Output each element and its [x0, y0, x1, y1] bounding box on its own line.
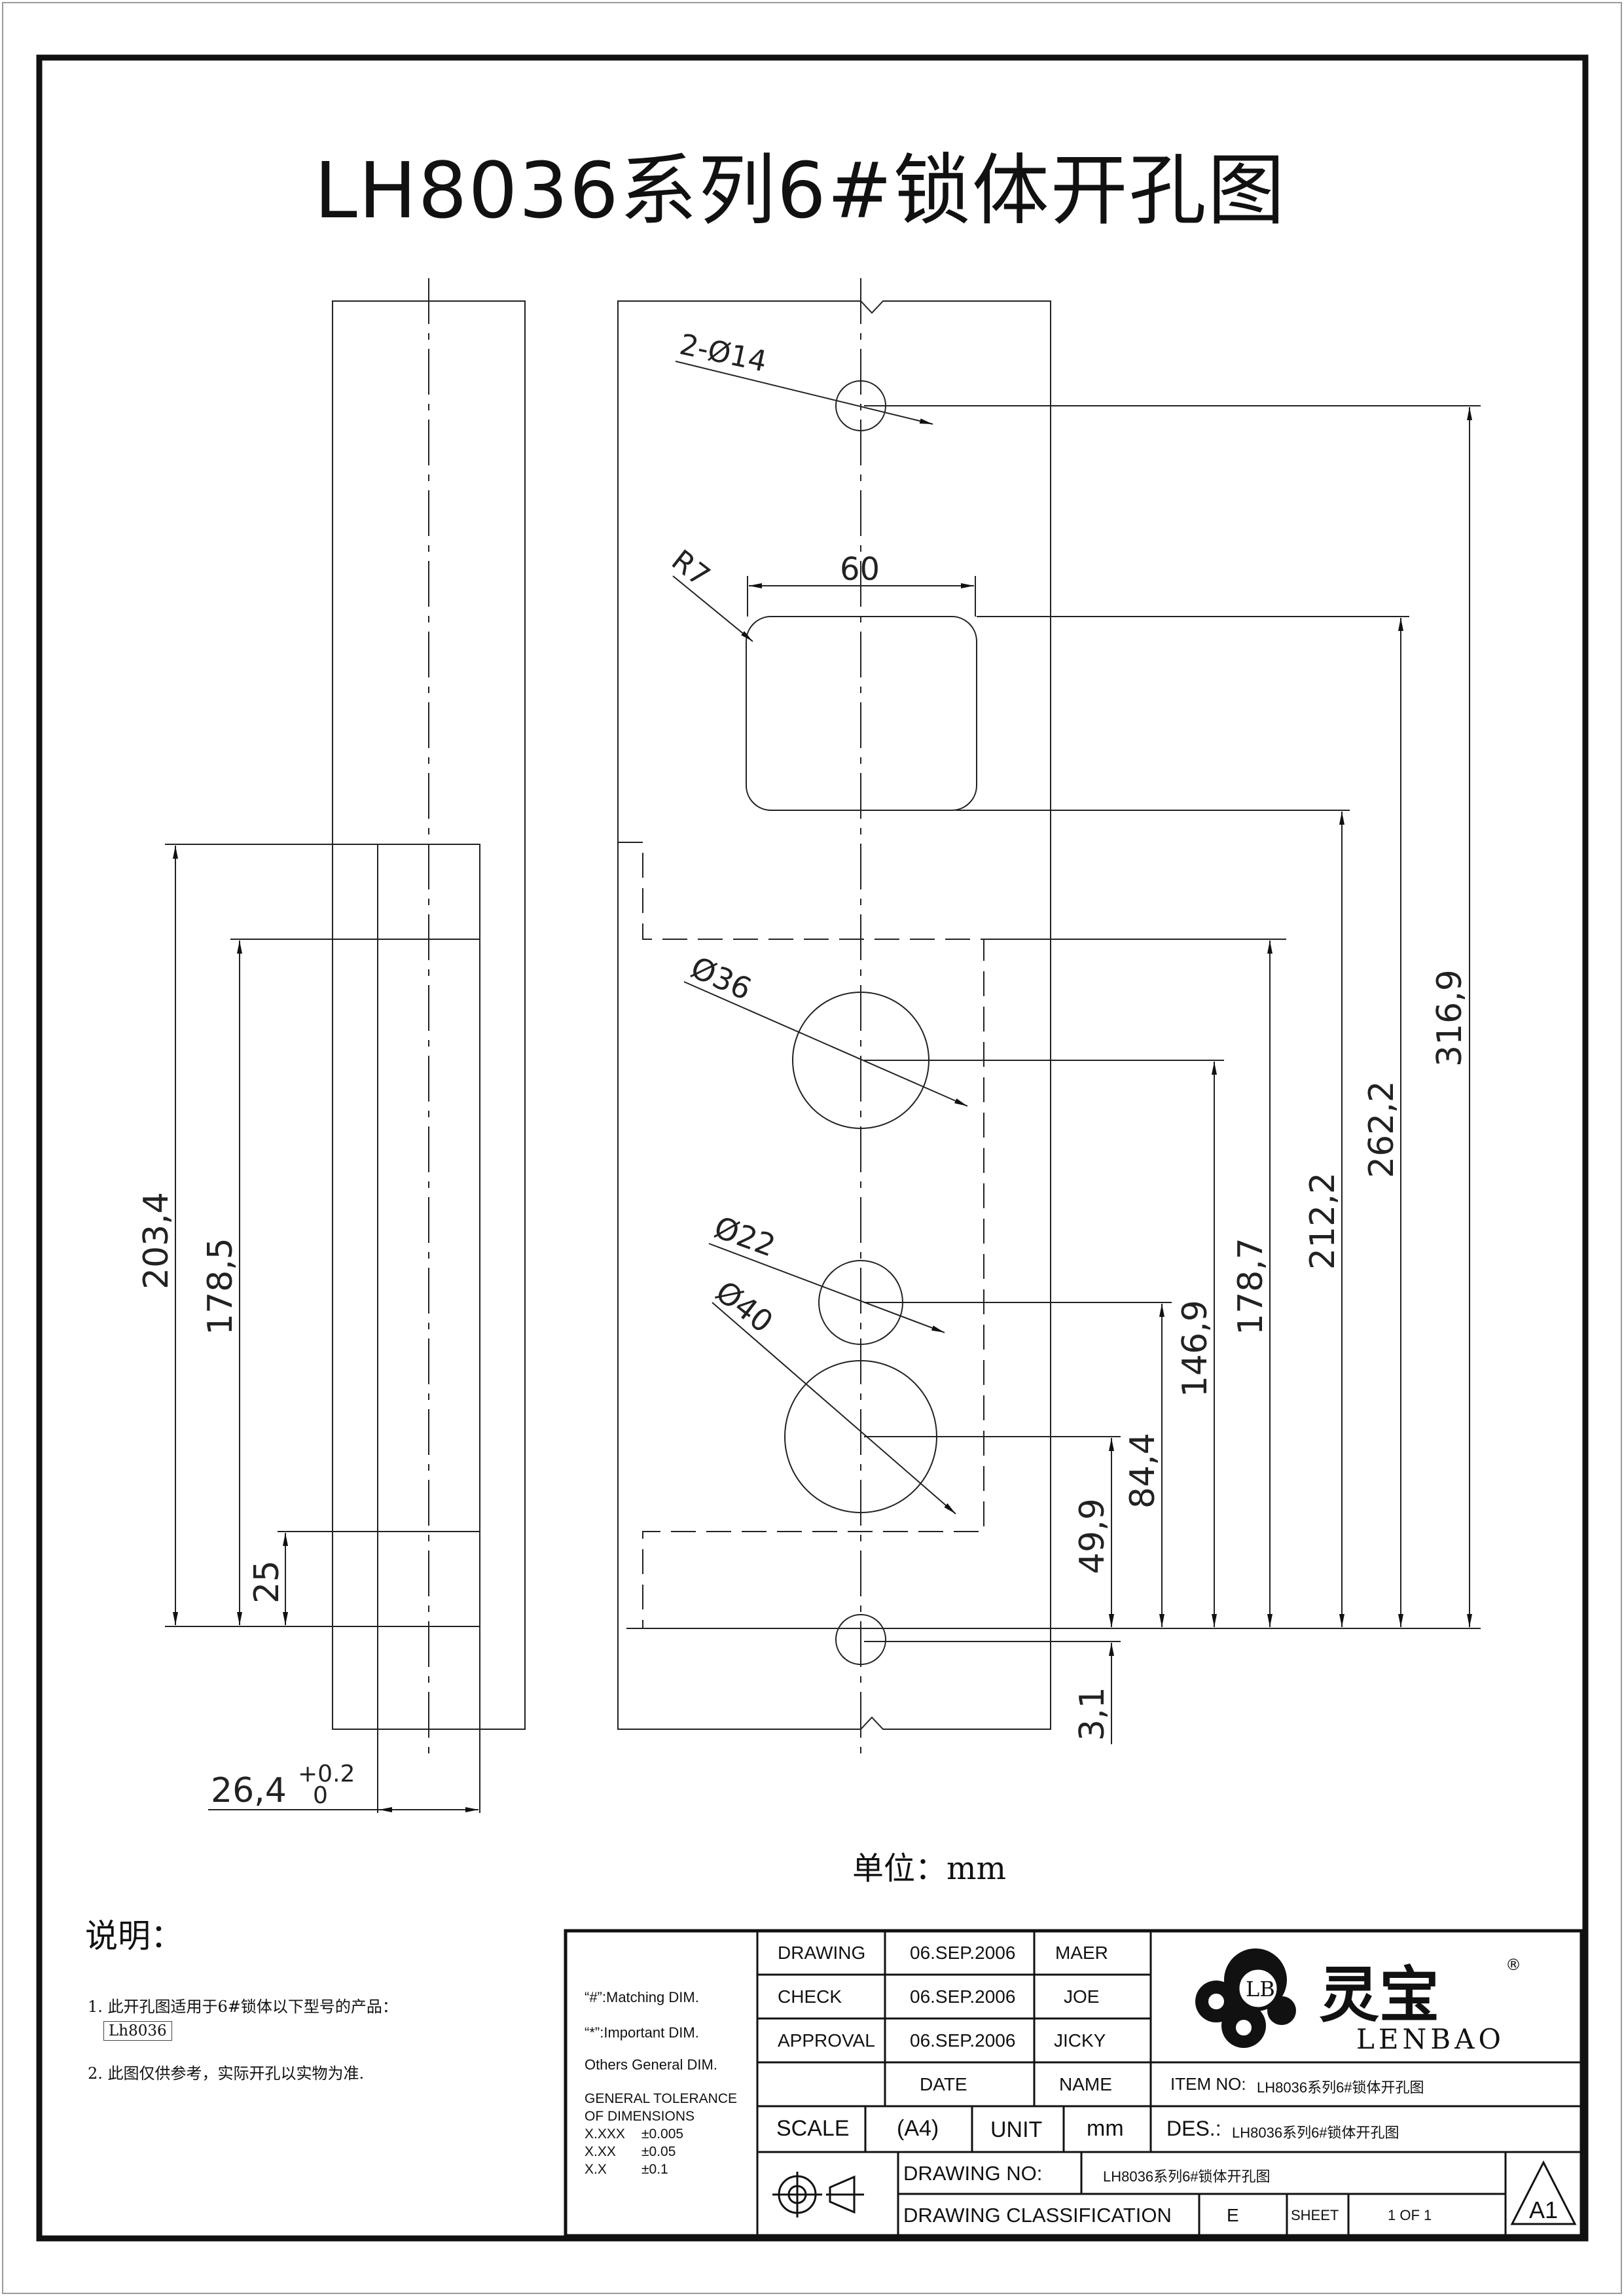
dim-label-178-5: 178,5: [201, 1238, 240, 1335]
tolerance-title-1: GENERAL TOLERANCE: [585, 2091, 738, 2106]
faceplate-dimensions: [864, 405, 1481, 1744]
tolerance-lower: 0: [313, 1782, 328, 1809]
logo-hole-1: [1208, 1994, 1224, 2009]
hidden-body-outline: [618, 842, 984, 1629]
unit-field-label: UNIT: [990, 2117, 1043, 2142]
dim-label-26-4: 26,4: [211, 1771, 287, 1810]
dim-label-49-9: 49,9: [1073, 1498, 1112, 1574]
label-22: Ø22: [710, 1210, 780, 1264]
tolerance-title-2: OF DIMENSIONS: [585, 2109, 695, 2124]
dim-label-25: 25: [247, 1560, 287, 1604]
scale-label: SCALE: [776, 2116, 850, 2141]
role-check: CHECK: [778, 1986, 842, 2007]
tolerance-upper: +0.2: [298, 1761, 355, 1787]
label-r7: R7: [665, 543, 716, 593]
model-number-box: Lh8036: [103, 2021, 172, 2041]
logo-hole-2: [1236, 2020, 1252, 2036]
logo-cn-name: 灵宝: [1319, 1960, 1439, 2030]
drawing-border: [36, 54, 1589, 2242]
leader-40: [712, 1302, 956, 1515]
unit-label: 单位：mm: [852, 1850, 1007, 1887]
faceplate-leaders: [672, 361, 976, 1515]
tol-value-3: ±0.1: [641, 2162, 668, 2177]
name-drawing: MAER: [1055, 1943, 1108, 1963]
des-label: DES.:: [1166, 2117, 1221, 2140]
item-no-value: LH8036系列6#锁体开孔图: [1257, 2079, 1424, 2096]
date-header: DATE: [920, 2074, 967, 2094]
rect-slot: [746, 616, 977, 811]
title-block-grid: [564, 1929, 1583, 2238]
dim-label-84-4: 84,4: [1123, 1433, 1163, 1509]
dim-label-203-4: 203,4: [137, 1192, 176, 1289]
sheet-value: 1 OF 1: [1388, 2207, 1432, 2223]
size-triangle-icon: [1510, 2160, 1577, 2225]
classification-label: DRAWING CLASSIFICATION: [903, 2204, 1172, 2227]
tol-value-1: ±0.005: [641, 2126, 684, 2142]
legend-others: Others General DIM.: [585, 2056, 717, 2073]
legend-matching: “#”:Matching DIM.: [585, 1989, 699, 2005]
dim-label-3-1: 3,1: [1073, 1687, 1112, 1741]
note-1: 1. 此开孔图适用于6#锁体以下型号的产品：: [88, 1998, 398, 2016]
date-check: 06.SEP.2006: [910, 1986, 1016, 2007]
logo-badge: [1237, 1967, 1279, 2009]
classification-value: E: [1227, 2205, 1239, 2225]
note-2: 2. 此图仅供参考，实际开孔以实物为准.: [88, 2064, 365, 2083]
notes-title: 说明：: [85, 1917, 183, 1955]
name-approval: JICKY: [1054, 2030, 1106, 2051]
dim-label-146-9: 146,9: [1176, 1300, 1215, 1397]
des-value: LH8036系列6#锁体开孔图: [1232, 2125, 1399, 2141]
drawing-no-value: LH8036系列6#锁体开孔图: [1103, 2168, 1271, 2185]
page-title: LH8036系列6#锁体开孔图: [314, 145, 1286, 236]
unit-field-value: mm: [1087, 2116, 1124, 2141]
logo-blob-right: [1267, 1996, 1296, 2025]
role-drawing: DRAWING: [778, 1943, 866, 1963]
leader-36: [683, 981, 968, 1107]
tol-format-2: X.XX: [585, 2144, 616, 2159]
projection-symbol-icon: [772, 2172, 864, 2217]
projection-cone: [829, 2175, 856, 2214]
label-60: 60: [840, 551, 880, 588]
name-check: JOE: [1064, 1986, 1100, 2007]
dim-label-178-7: 178,7: [1231, 1238, 1271, 1335]
item-no-label: ITEM NO:: [1170, 2074, 1246, 2094]
tol-format-1: X.XXX: [585, 2126, 625, 2142]
title-block-frame: [564, 1929, 1583, 2238]
legend-important: “*”:Important DIM.: [585, 2024, 699, 2041]
dim-label-316-9: 316,9: [1430, 969, 1470, 1067]
label-2-14: 2-Ø14: [677, 328, 770, 379]
tol-value-2: ±0.05: [641, 2144, 676, 2159]
dim-label-262-2: 262,2: [1362, 1081, 1401, 1178]
date-drawing: 06.SEP.2006: [910, 1943, 1016, 1963]
side-dimensions: [165, 844, 478, 1812]
leader-22: [708, 1243, 945, 1333]
logo-registered: ®: [1506, 1956, 1521, 1974]
hole-bottom: [835, 1614, 886, 1665]
faceplate-outline: [617, 300, 1051, 1730]
scale-value: (A4): [897, 2116, 939, 2141]
faceplate-view: [617, 278, 1051, 1754]
logo-monogram: LB: [1246, 1977, 1275, 2001]
leader-2-14: [675, 361, 933, 425]
dim-label-212-2: 212,2: [1303, 1172, 1343, 1270]
tol-format-3: X.X: [585, 2162, 607, 2177]
size-code: A1: [1529, 2197, 1559, 2223]
logo-en-name: LENBAO: [1356, 2023, 1505, 2055]
sheet-label: SHEET: [1291, 2207, 1339, 2223]
lenbao-logo-icon: LB: [1195, 1948, 1296, 2048]
side-view: [332, 278, 526, 1813]
leader-r7: [672, 575, 753, 642]
name-header: NAME: [1059, 2074, 1112, 2094]
drawing-no-label: DRAWING NO:: [903, 2162, 1043, 2185]
date-approval: 06.SEP.2006: [910, 2030, 1016, 2051]
role-approval: APPROVAL: [778, 2030, 875, 2051]
